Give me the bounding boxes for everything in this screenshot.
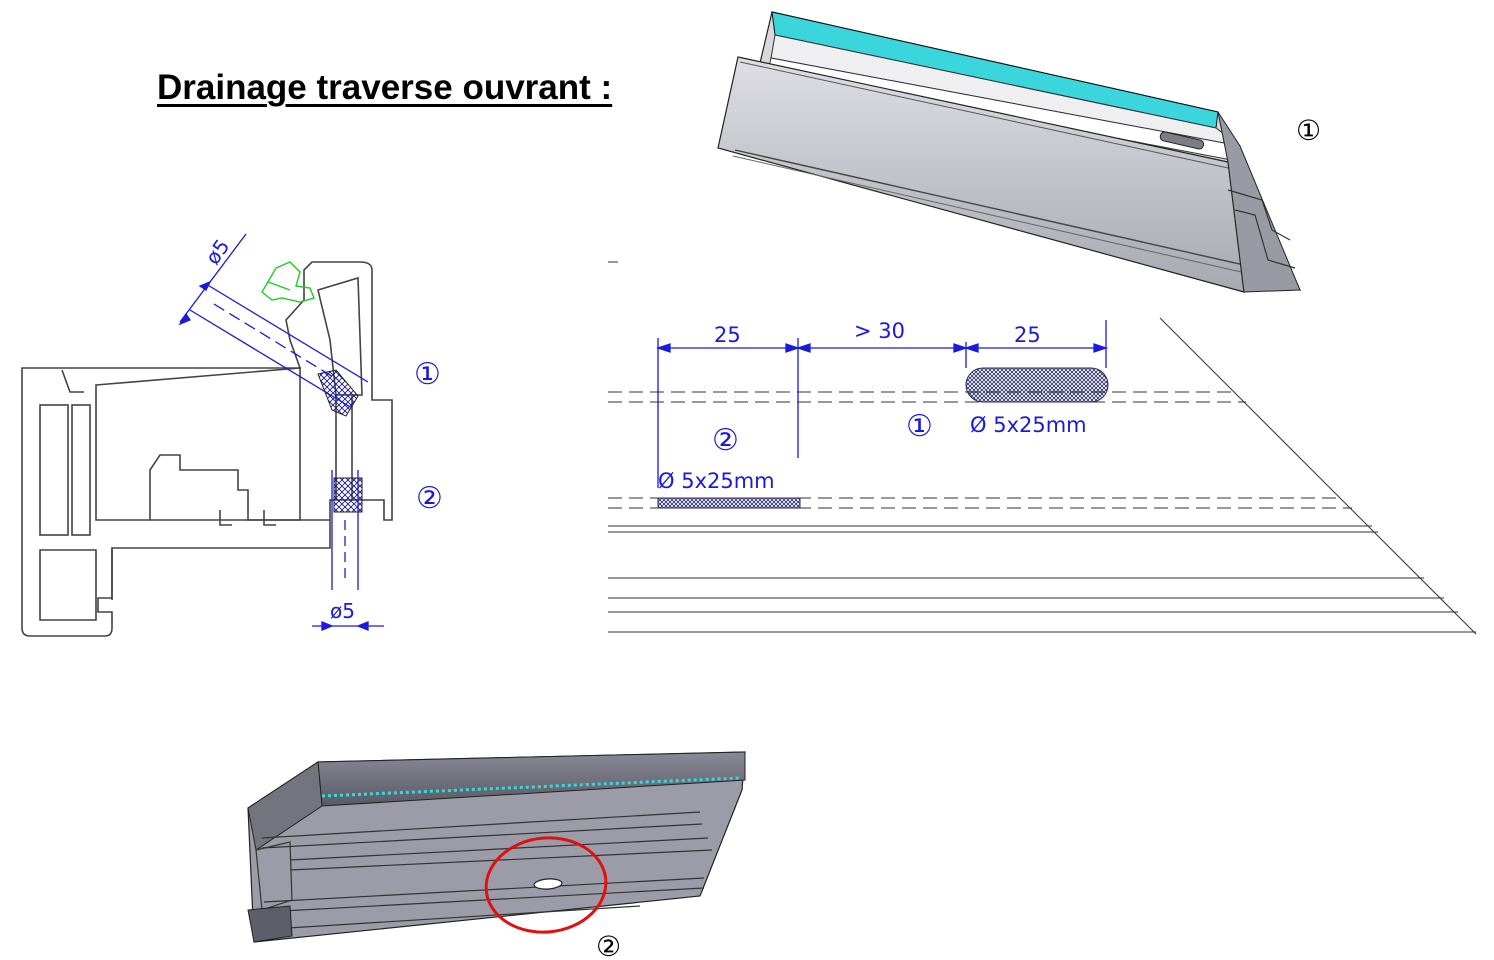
highlight-circle (484, 836, 608, 934)
slot-2-label: Ø 5x25mm (658, 469, 775, 493)
slot-1-label: Ø 5x25mm (970, 413, 1087, 437)
dim-left-label: 25 (714, 323, 741, 347)
section-view (21, 261, 393, 637)
drainage-slot-bottom (533, 878, 563, 890)
elevation-view (608, 261, 1477, 635)
elevation-marker-1: ① (906, 409, 933, 444)
glazing-gasket (261, 261, 315, 303)
angled-hole-dimension (178, 233, 369, 409)
elevation-slot-1 (965, 367, 1109, 403)
elevation-dimension-chain (655, 320, 1109, 488)
section-marker-1: ① (414, 357, 441, 392)
hole-1-section (317, 369, 359, 417)
elevation-slot-2 (657, 497, 801, 509)
vertical-hole-label: ø5 (330, 599, 355, 623)
hole-2-section (333, 477, 363, 513)
bottom-view-marker: ② (596, 930, 621, 960)
elevation-marker-2: ② (712, 423, 739, 458)
drainage-slot-top (1159, 131, 1205, 150)
section-marker-2: ② (416, 481, 443, 516)
dim-right-label: 25 (1014, 323, 1041, 347)
top-view-marker: ① (1296, 114, 1321, 147)
dim-middle-label: > 30 (854, 319, 905, 343)
vertical-hole-dimension (312, 470, 384, 631)
angled-hole-label: ø5 (200, 235, 234, 269)
page-title: Drainage traverse ouvrant : (157, 68, 613, 107)
bottom-3d-profile (247, 751, 746, 943)
top-3d-profile (717, 11, 1302, 293)
